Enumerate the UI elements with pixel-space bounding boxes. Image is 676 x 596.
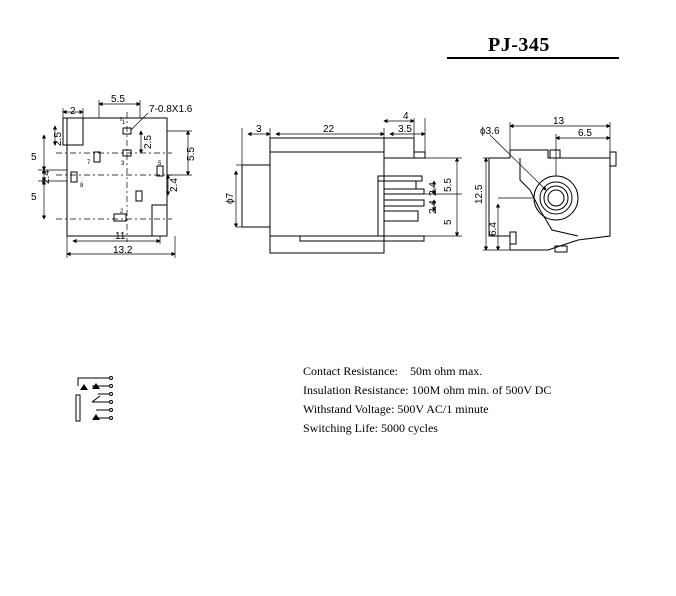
spec-insulation-resistance: Insulation Resistance: 100M ohm min. of … (303, 383, 552, 397)
dim-11: 11 (115, 231, 126, 242)
pin-label-8: 8 (80, 183, 84, 189)
pin-slot-7 (93, 151, 101, 163)
front-outline (488, 149, 611, 251)
side-pin-3 (383, 188, 425, 195)
dim-6-4: 6.4 (488, 222, 499, 236)
corner-pad-top-left (62, 117, 84, 146)
dim-3-5: 3.5 (398, 124, 412, 135)
dim-hole-spec: 7-0.8X1.6 (149, 104, 193, 115)
electrical-specs: Contact Resistance: 50m ohm max. Insulat… (303, 362, 551, 438)
spec-switching-life: Switching Life: 5000 cycles (303, 421, 438, 435)
dim-2-4-mid: 2.4 (169, 178, 180, 192)
dim-5-left-a: 5 (31, 152, 37, 163)
dim-3-side: 3 (256, 124, 262, 135)
jack-inner-ring (543, 185, 569, 211)
side-view: 3 22 4 3.5 ϕ7 5.5 2.4 2.4 5 (225, 111, 462, 254)
side-pin-2 (383, 180, 417, 190)
side-nose (241, 164, 271, 228)
dim-5-5-top: 5.5 (111, 94, 125, 105)
pin-slot-8 (70, 171, 78, 183)
jack-mid-ring (539, 181, 573, 215)
dim-2-4-side-a: 2.4 (428, 182, 439, 196)
pin-label-5: 5 (158, 161, 162, 167)
spec-withstand-voltage: Withstand Voltage: 500V AC/1 minute (303, 402, 489, 416)
front-view: ϕ3.6 13 6.5 12.5 6.4 (474, 116, 617, 253)
dim-13-2: 13.2 (113, 245, 133, 256)
dim-5-side: 5 (443, 219, 454, 225)
dim-6-5: 6.5 (578, 128, 592, 139)
dim-5-left-b: 5 (31, 192, 37, 203)
jack-outer-ring (533, 175, 579, 221)
side-pin-5 (383, 210, 419, 222)
pin-slot-1 (122, 127, 132, 135)
side-pin-4 (383, 199, 425, 207)
dim-5-5-side: 5.5 (443, 178, 454, 192)
side-body (269, 137, 385, 254)
pin-slot-5 (156, 165, 164, 177)
schematic-sleeve (75, 394, 81, 422)
side-bottom-pin (299, 235, 425, 242)
pin-label-2: 2 (120, 209, 124, 215)
dim-2: 2 (70, 106, 76, 117)
side-rear-block (383, 137, 415, 159)
dim-phi7: ϕ7 (225, 192, 236, 204)
pin-slot-2 (113, 213, 127, 222)
dim-13-front: 13 (553, 116, 565, 127)
part-number-title: PJ-345 (488, 34, 550, 56)
switch-schematic (75, 376, 113, 422)
dim-4-side: 4 (403, 111, 409, 122)
dim-2-4-left: 2.4 (41, 170, 52, 184)
pin-label-1: 1 (122, 120, 126, 126)
dim-12-5: 12.5 (474, 184, 485, 204)
dim-2-4-side-b: 2.4 (428, 200, 439, 214)
spec-contact-resistance: Contact Resistance: 50m ohm max. (303, 364, 483, 378)
footprint-view: 2 5.5 7-0.8X1.6 1 2.5 5 2.4 5 2.5 5.5 2.… (31, 94, 197, 258)
dim-22: 22 (323, 124, 335, 135)
jack-hole (547, 189, 565, 207)
dim-2-5-left: 2.5 (53, 132, 64, 146)
title-underline (447, 57, 619, 59)
dim-2-5-mid: 2.5 (143, 135, 154, 149)
pin-slot-4 (135, 190, 143, 202)
dim-phi3-6: ϕ3.6 (480, 126, 500, 137)
pin-label-7: 7 (87, 160, 91, 166)
dim-5-5-right: 5.5 (186, 147, 197, 161)
pin-label-3: 3 (121, 161, 125, 167)
corner-pad-bottom-right (151, 204, 168, 237)
side-pin-1 (377, 175, 423, 182)
pin-slot-3 (122, 149, 132, 157)
